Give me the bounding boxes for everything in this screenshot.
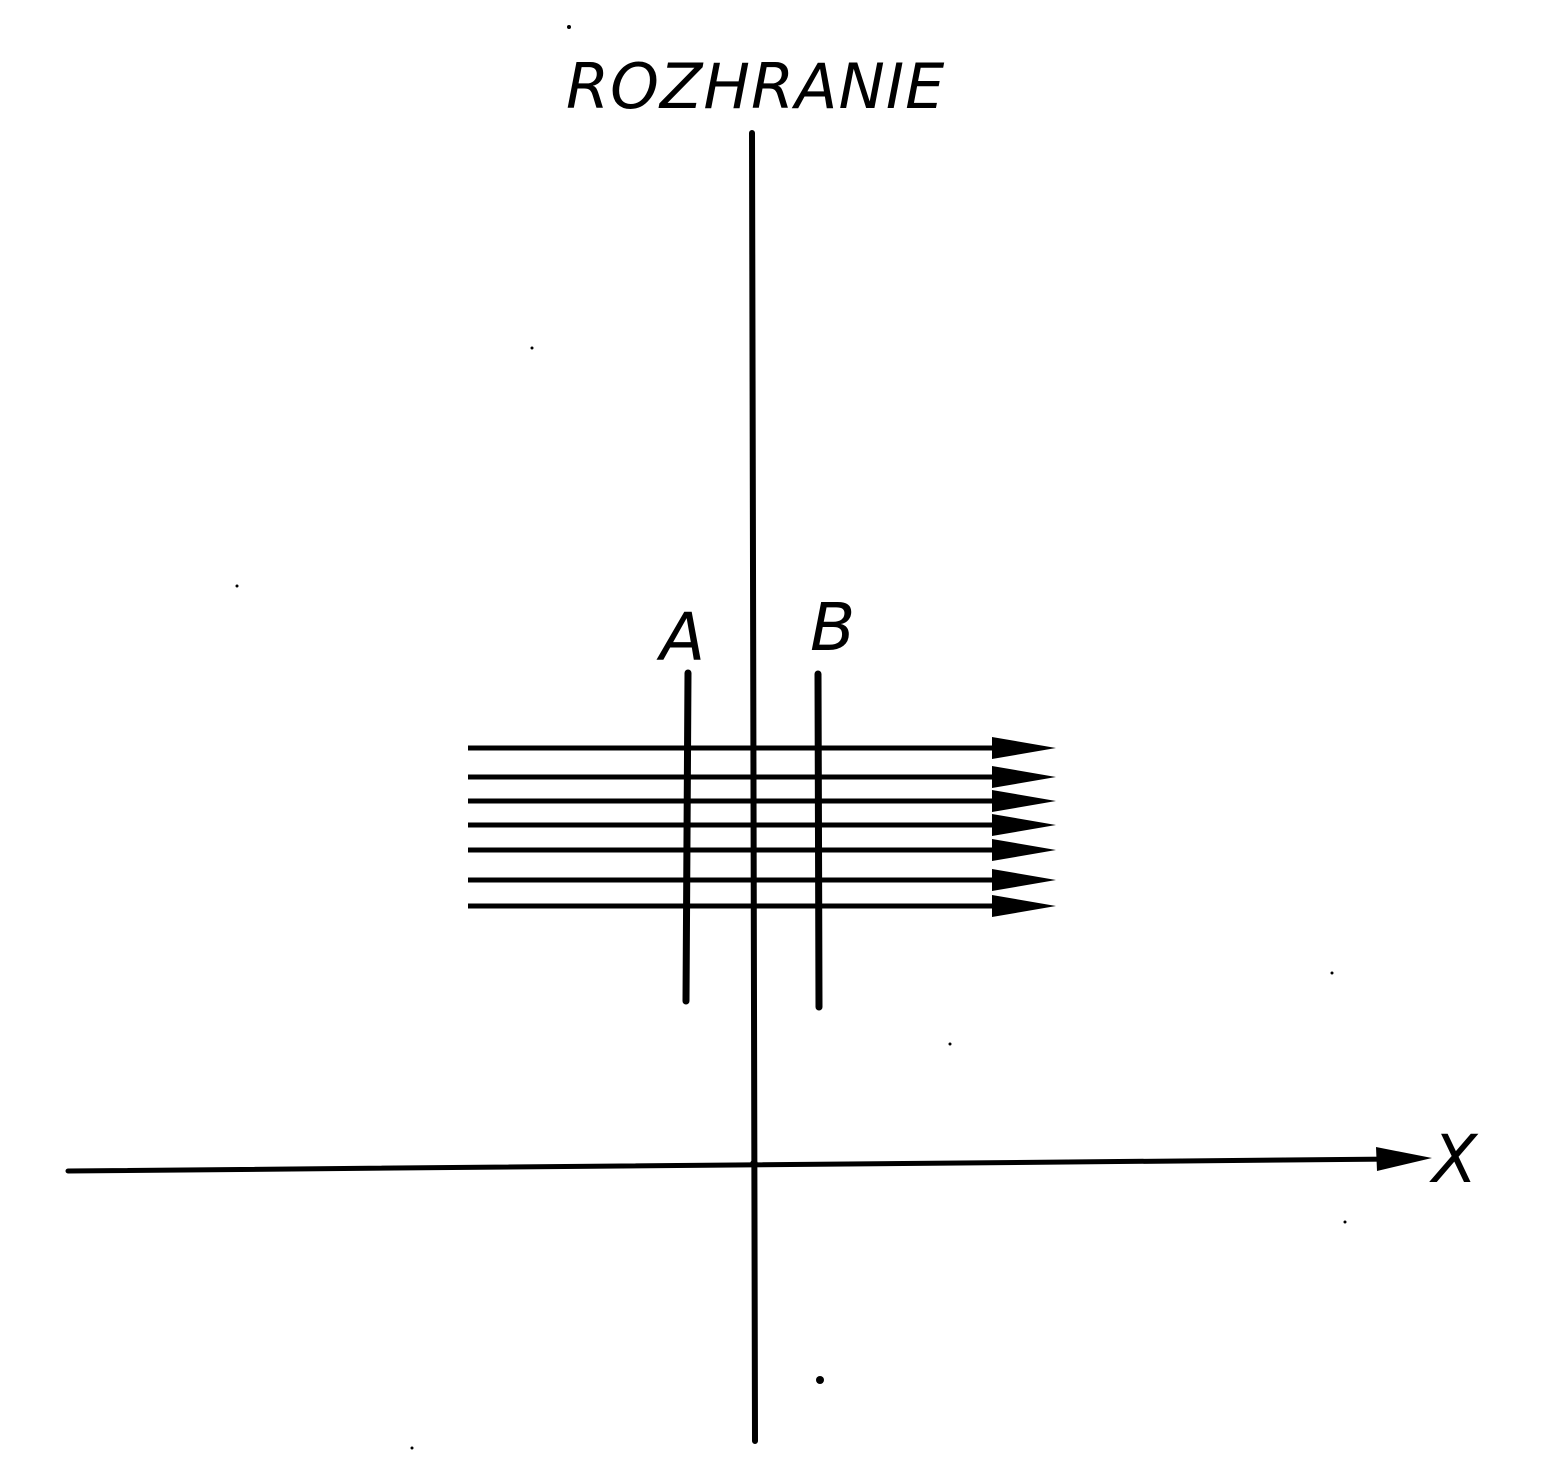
x-axis-label: X — [1429, 1121, 1479, 1198]
plane-b-label: B — [810, 589, 855, 666]
field-line-arrowhead — [992, 766, 1056, 788]
interface-line — [749, 130, 758, 1444]
speck — [567, 25, 571, 29]
field-line-arrowhead — [992, 895, 1056, 917]
field-lines-group — [468, 737, 1056, 917]
interface-title: ROZHRANIE — [566, 50, 945, 123]
field-line-arrowhead — [992, 839, 1056, 861]
field-line-arrowhead — [992, 814, 1056, 836]
field-line-arrowhead — [992, 869, 1056, 891]
x-axis-line — [65, 1156, 1403, 1174]
speck — [948, 1042, 952, 1046]
speck — [410, 1446, 414, 1450]
field-line-arrowhead — [992, 737, 1056, 759]
plane-a-label: A — [656, 599, 705, 676]
speck — [1330, 971, 1334, 975]
speck — [235, 584, 239, 588]
field-line-arrowhead — [992, 790, 1056, 812]
x-axis-arrowhead — [1376, 1147, 1432, 1171]
origin-dot — [750, 1160, 758, 1168]
plane-a-line — [682, 669, 692, 1005]
speck — [816, 1376, 824, 1384]
speck — [530, 346, 534, 350]
plane-b-line — [814, 670, 823, 1011]
speck — [1343, 1220, 1347, 1224]
